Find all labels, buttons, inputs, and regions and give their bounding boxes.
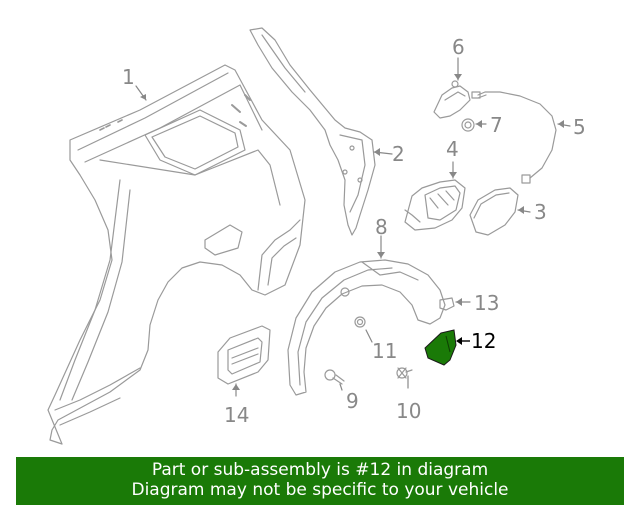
callout-3: 3: [534, 200, 547, 224]
part-7-grommet: [461, 118, 475, 132]
callout-labels: 1 2 3 4 5 6 7 8 9 10 11 12 13 14: [122, 35, 586, 427]
leader-arrowheads: [140, 74, 564, 390]
part-2-pillar-bracket: [249, 27, 376, 236]
part-11-nut: [354, 316, 366, 328]
part-8-wheel-liner: [287, 259, 446, 396]
part-13-clip: [439, 297, 455, 311]
callout-10: 10: [396, 399, 421, 423]
part-5-release-cable: [471, 91, 557, 184]
part-3-fuel-door: [469, 187, 519, 236]
part-14-vent-grille: [217, 325, 271, 385]
callout-8: 8: [375, 215, 388, 239]
part-info-banner: Part or sub-assembly is #12 in diagram D…: [16, 457, 624, 505]
callout-11: 11: [372, 339, 397, 363]
callout-5: 5: [573, 115, 586, 139]
part-12-splash-guard-highlighted: [424, 329, 470, 366]
callout-2: 2: [392, 142, 405, 166]
part-6-actuator: [433, 80, 471, 119]
part-4-filler-housing: [404, 179, 466, 231]
part-10-bolt: [396, 367, 413, 379]
callout-1: 1: [122, 65, 135, 89]
banner-line-disclaimer: Diagram may not be specific to your vehi…: [131, 480, 509, 500]
callout-6: 6: [452, 35, 465, 59]
callout-12: 12: [471, 329, 496, 353]
callout-14: 14: [224, 403, 249, 427]
callout-7: 7: [490, 113, 503, 137]
part-1-quarter-panel: [47, 64, 306, 445]
banner-line-part-number: Part or sub-assembly is #12 in diagram: [151, 460, 489, 480]
callout-13: 13: [474, 291, 499, 315]
part-9-screw: [324, 369, 345, 385]
callout-4: 4: [446, 137, 459, 161]
callout-9: 9: [346, 389, 359, 413]
leader-lines: [135, 57, 571, 397]
